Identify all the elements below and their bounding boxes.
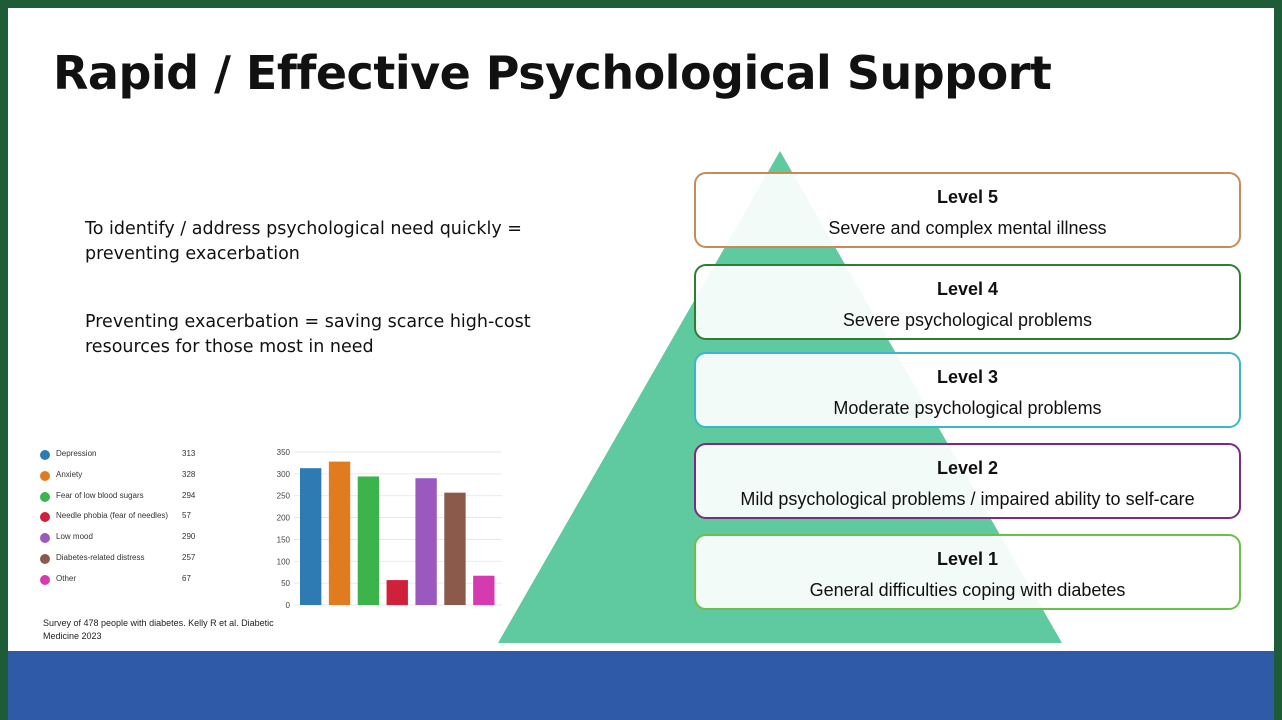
legend-label: Depression [56,449,97,458]
legend-label: Fear of low blood sugars [56,490,144,500]
bar [328,461,351,605]
legend-item: Other 67 [38,573,208,587]
level-title: Level 3 [936,367,999,387]
slide: Rapid / Effective Psychological Support … [8,8,1274,651]
legend-label: Other [56,573,77,583]
legend-item: Depression 313 [38,448,208,462]
bar-chart: 0 50 100 150 200 250 300 350 [277,448,502,610]
legend-value: 313 [182,449,196,458]
y-tick-label: 150 [277,535,291,544]
legend-swatch [40,491,50,502]
legend-swatch [40,450,50,460]
y-tick-label: 0 [286,601,291,610]
level-3-box: Level 3 Moderate psychological problems [694,352,1241,428]
level-title: Level 1 [936,549,999,569]
legend-label: Needle phobia (fear of needles) [56,511,169,521]
legend-swatch [40,533,50,544]
legend-item: Anxiety 328 [38,469,208,483]
bar [357,476,380,605]
bar [300,468,322,605]
y-tick-label: 350 [277,448,291,457]
frame-right [1274,0,1282,720]
level-4-box: Level 4 Severe psychological problems [694,264,1241,340]
bar [386,580,408,605]
legend-value: 294 [182,490,196,500]
level-description: Moderate psychological problems [833,398,1102,418]
legend-value: 57 [182,511,191,521]
level-2-box: Level 2 Mild psychological problems / imp… [694,443,1241,519]
level-description: Severe psychological problems [842,310,1093,330]
level-description: General difficulties coping with diabete… [809,580,1126,600]
frame-top [0,0,1282,8]
y-tick-label: 300 [277,470,291,479]
bullet-preventing-exacerbation: Preventing exacerbation = saving scarce … [85,312,531,357]
y-tick-label: 250 [277,492,291,501]
legend-label: Anxiety [56,469,83,479]
legend-value: 67 [182,573,191,583]
legend-swatch [40,574,50,585]
legend-item: Low mood 290 [38,531,208,545]
legend-value: 257 [182,553,196,562]
level-5-box: Level 5 Severe and complex mental illness [694,172,1241,248]
legend-value: 328 [182,469,196,479]
legend-value: 290 [182,532,196,542]
level-description: Severe and complex mental illness [828,218,1107,238]
bullet-identify-need: To identify / address psychological need… [85,219,522,264]
slide-title: Rapid / Effective Psychological Support [53,46,1052,100]
legend-item: Fear of low blood sugars 294 [38,490,208,504]
level-title: Level 4 [936,279,999,299]
legend-swatch [40,554,50,564]
level-1-box: Level 1 General difficulties coping with … [694,534,1241,610]
legend-item: Diabetes-related distress 257 [38,552,208,566]
bar [444,492,466,605]
legend-label: Diabetes-related distress [56,553,145,562]
bar [473,575,495,605]
bar [415,478,437,605]
legend-swatch [40,470,50,481]
level-description: Mild psychological problems / impaired a… [740,489,1195,509]
level-title: Level 2 [936,458,999,478]
level-title: Level 5 [936,187,999,207]
y-tick-label: 50 [281,579,290,588]
legend-item: Needle phobia (fear of needles) 57 [38,510,208,524]
frame-left [0,0,8,720]
legend-swatch [40,512,50,523]
footer-band [8,651,1274,720]
y-tick-label: 100 [277,557,291,566]
y-tick-label: 200 [277,514,291,523]
legend-label: Low mood [56,532,93,542]
citation: Survey of 478 people with diabetes. Kell… [43,618,274,641]
